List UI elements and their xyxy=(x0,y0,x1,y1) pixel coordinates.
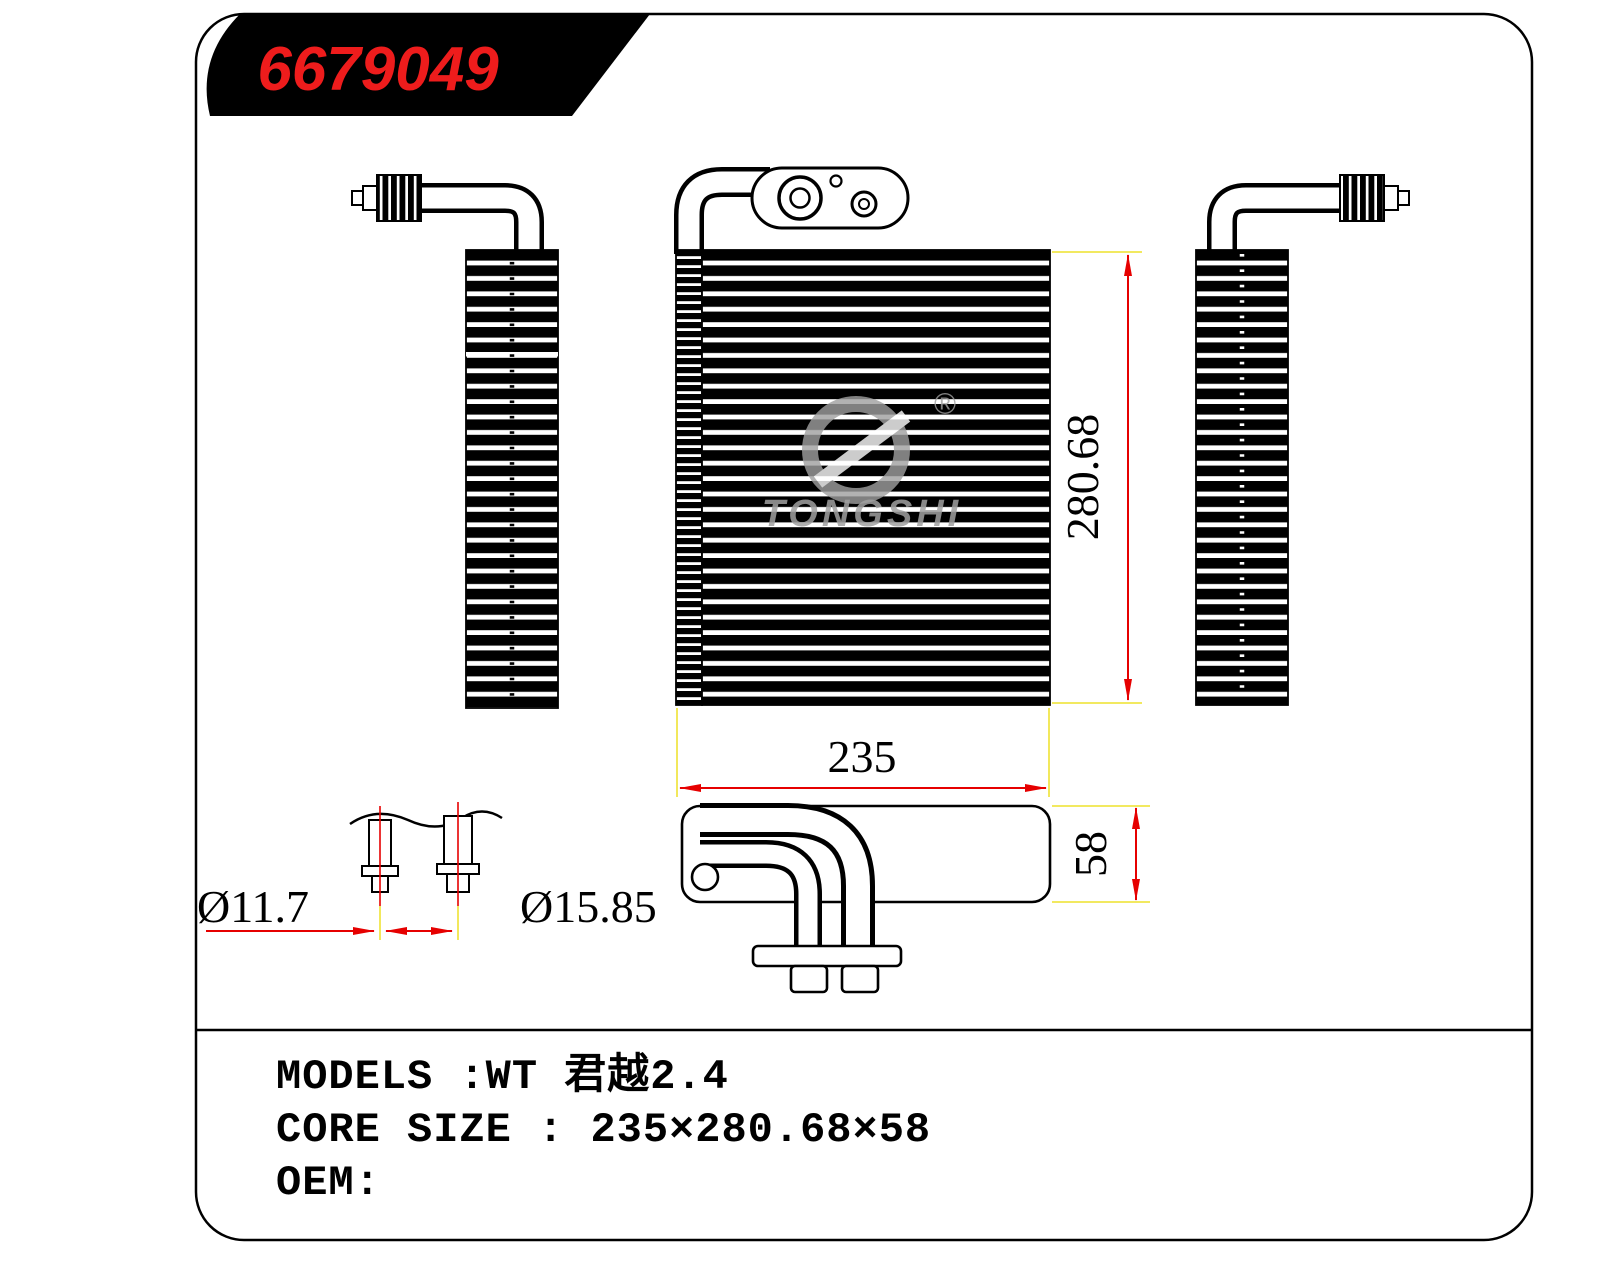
title-banner xyxy=(206,14,650,116)
bottom-view xyxy=(680,803,1052,994)
bottom-inner-pipe-bore xyxy=(700,844,818,950)
right-fitting-stub xyxy=(1383,185,1399,211)
left-pipe-bore xyxy=(421,187,540,254)
right-fin-stack xyxy=(1195,249,1289,706)
watermark-brand: TONGSHI xyxy=(762,493,962,535)
small-port-bore xyxy=(858,198,870,210)
right-side-view xyxy=(1195,174,1410,706)
large-port-bore xyxy=(789,187,811,209)
flange-foot-right xyxy=(840,964,880,994)
dim-text-width: 235 xyxy=(828,731,897,782)
left-fin-stack-seam xyxy=(466,352,558,357)
bolt-hole xyxy=(829,174,843,188)
watermark-logo-icon: ® xyxy=(802,388,956,504)
left-fitting-cap xyxy=(351,190,364,206)
dim-text-pipe-large: Ø15.85 xyxy=(520,881,657,932)
stub-section-wave xyxy=(349,810,503,828)
part-number: 6679049 xyxy=(257,35,499,104)
pipe-flange xyxy=(751,944,903,968)
extension-lines xyxy=(379,251,1150,940)
mounting-plate xyxy=(750,166,910,230)
watermark-swoosh xyxy=(813,410,911,488)
info-core-size: CORE SIZE : 235×280.68×58 xyxy=(276,1106,931,1154)
front-pipe-bore xyxy=(678,171,770,254)
right-pipe-fitting xyxy=(1339,174,1385,222)
dimension-lines xyxy=(206,254,1140,935)
left-fitting-stub xyxy=(362,185,378,211)
watermark-ring xyxy=(802,396,910,504)
dim-text-pipe-small: Ø11.7 xyxy=(197,881,309,932)
bottom-outer-pipe-bore xyxy=(700,808,870,950)
bottom-pipe-end-circle xyxy=(690,862,720,892)
flange-foot-left xyxy=(789,964,829,994)
registered-mark: ® xyxy=(934,388,956,421)
left-side-view xyxy=(351,174,559,709)
right-fitting-cap xyxy=(1397,190,1410,206)
info-oem: OEM: xyxy=(276,1159,381,1207)
info-models: MODELS :WT 君越2.4 xyxy=(276,1051,729,1101)
dim-text-depth: 58 xyxy=(1065,831,1116,877)
core-header-strip xyxy=(675,249,703,706)
dim-text-height: 280.68 xyxy=(1057,414,1108,541)
core-fin-area xyxy=(701,249,1051,706)
front-view: ® TONGSHI xyxy=(674,166,1051,706)
right-pipe-bore xyxy=(1211,187,1342,254)
left-pipe-fitting xyxy=(376,174,422,222)
